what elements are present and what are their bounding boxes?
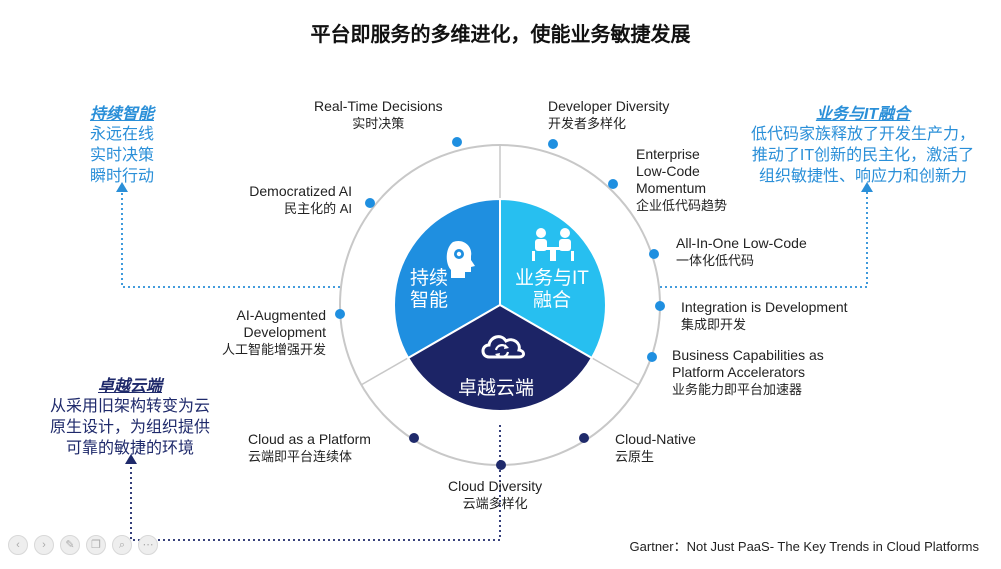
- label-all-in-one-low-code: All-In-One Low-Code 一体化低代码: [676, 235, 807, 268]
- head-brain-icon: [446, 240, 475, 278]
- dot-ai-aug: [335, 309, 345, 319]
- copy-icon[interactable]: ❐: [86, 535, 106, 555]
- label-enterprise-low-code: Enterprise Low-Code Momentum 企业低代码趋势: [636, 146, 728, 213]
- cloud-sync-icon: [481, 335, 525, 359]
- callout-continuous-intelligence: 持续智能 永远在线 实时决策 瞬时行动: [89, 106, 154, 185]
- connector-right-top: [660, 190, 868, 288]
- label-business-capabilities: Business Capabilities as Platform Accele…: [672, 347, 824, 397]
- callout-business-it-fusion: 业务与IT融合 低代码家族释放了开发生产力， 推动了IT创新的民主化，激活了 组…: [750, 106, 975, 185]
- label-developer-diversity: Developer Diversity 开发者多样化: [548, 98, 670, 131]
- callout-cloud-excellence: 卓越云端 从采用旧架构转变为云 原生设计，为组织提供 可靠的敏捷的环境: [49, 378, 210, 457]
- dot-integration: [655, 301, 665, 311]
- sector-bottom-label: 卓越云端: [458, 378, 535, 399]
- sector-business-it-fusion: [499, 197, 607, 360]
- slide-toolbar: ‹ › ✎ ❐ ⌕ ⋯: [8, 535, 158, 555]
- label-cloud-as-a-platform: Cloud as a Platform 云端即平台连续体: [248, 431, 371, 464]
- label-ai-augmented-development: AI-Augmented Development 人工智能增强开发: [221, 307, 326, 357]
- arrow-left-bottom: [125, 454, 137, 464]
- more-icon[interactable]: ⋯: [138, 535, 158, 555]
- dot-business-cap: [647, 352, 657, 362]
- arrow-left-top: [116, 182, 128, 192]
- label-cloud-diversity: Cloud Diversity 云端多样化: [448, 478, 543, 511]
- next-icon[interactable]: ›: [34, 535, 54, 555]
- zoom-icon[interactable]: ⌕: [112, 535, 132, 555]
- sector-continuous-intelligence: [393, 197, 501, 360]
- page-title: 平台即服务的多维进化，使能业务敏捷发展: [310, 24, 691, 46]
- sector-left-label: 持续智能: [410, 268, 449, 311]
- prev-icon[interactable]: ‹: [8, 535, 28, 555]
- meeting-people-icon: [532, 228, 574, 261]
- dot-real-time: [452, 137, 462, 147]
- pen-icon[interactable]: ✎: [60, 535, 80, 555]
- dot-all-in-one: [649, 249, 659, 259]
- dot-cloud-platform: [409, 433, 419, 443]
- dot-cloud-diversity: [496, 460, 506, 470]
- dot-dev-diversity: [548, 139, 558, 149]
- dot-enterprise: [608, 179, 618, 189]
- label-real-time-decisions: Real-Time Decisions 实时决策: [314, 98, 443, 131]
- label-democratized-ai: Democratized AI 民主化的 AI: [249, 183, 352, 216]
- dot-democratized: [365, 198, 375, 208]
- arrow-right-top: [861, 182, 873, 192]
- label-integration-is-development: Integration is Development 集成即开发: [681, 299, 848, 332]
- source-citation: Gartner：Not Just PaaS- The Key Trends in…: [629, 539, 979, 554]
- dot-cloud-native: [579, 433, 589, 443]
- label-cloud-native: Cloud-Native 云原生: [615, 431, 696, 464]
